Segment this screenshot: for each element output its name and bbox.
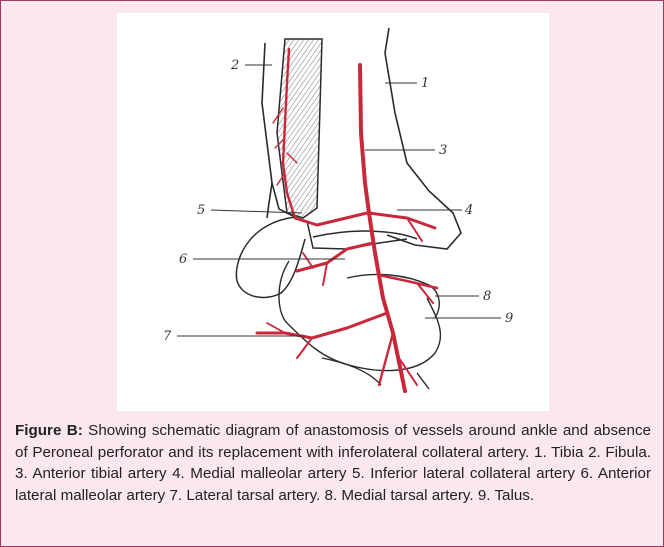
- medial-tarsal-artery: [379, 275, 437, 288]
- figure-caption: Figure B: Showing schematic diagram of a…: [15, 420, 651, 506]
- label-lateral-tarsal-artery: 7: [163, 329, 172, 344]
- ankle-outline: [236, 217, 417, 297]
- label-medial-malleolar-artery: 4: [464, 203, 473, 218]
- talus-bone: [279, 261, 440, 389]
- anatomy-diagram: 2 1 3 4 5 6 7 8 9: [117, 13, 549, 411]
- label-anterior-tibial-artery: 3: [439, 143, 447, 158]
- medial-malleolar-artery: [369, 213, 435, 228]
- label-tibia: 1: [421, 76, 429, 91]
- label-inferior-lateral-collateral-artery: 5: [197, 203, 205, 218]
- anterior-lateral-malleolar-artery: [297, 243, 373, 271]
- anterior-tibial-artery: [360, 65, 405, 391]
- diagram-svg: 2 1 3 4 5 6 7 8 9: [117, 13, 549, 411]
- caption-lead: Figure B:: [15, 422, 83, 439]
- caption-text: Showing schematic diagram of anastomosis…: [15, 422, 651, 504]
- leader-lines: [177, 65, 501, 336]
- label-talus: 9: [505, 311, 513, 326]
- label-fibula: 2: [230, 58, 239, 73]
- label-anterior-lateral-malleolar-artery: 6: [179, 252, 187, 267]
- label-medial-tarsal-artery: 8: [483, 289, 491, 304]
- diagram-labels: 2 1 3 4 5 6 7 8 9: [163, 58, 513, 344]
- lateral-tarsal-artery: [257, 313, 387, 338]
